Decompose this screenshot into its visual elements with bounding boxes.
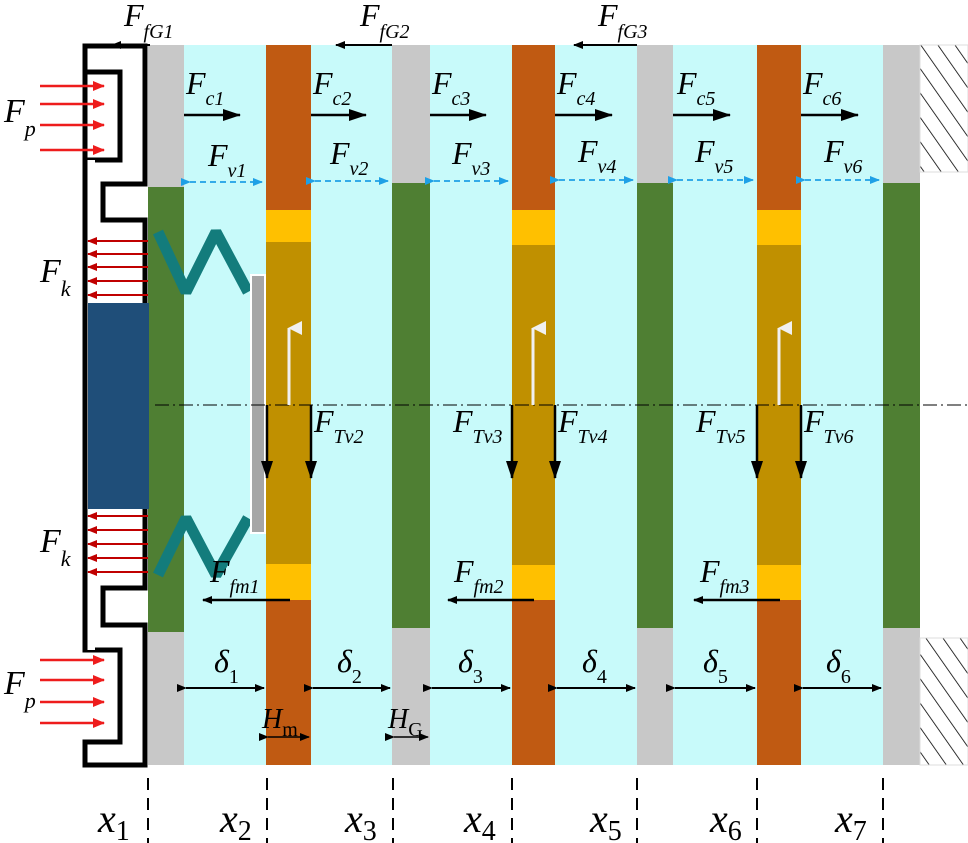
label-fk-top: Fk bbox=[39, 253, 72, 301]
label-fv3: Fv3 bbox=[451, 135, 490, 180]
label-fk-bottom: Fk bbox=[39, 523, 72, 571]
label-fc5: Fc5 bbox=[676, 65, 715, 110]
label-fv5: Fv5 bbox=[694, 133, 733, 178]
label-ffg3: FfG3 bbox=[597, 0, 648, 43]
piston bbox=[88, 303, 149, 509]
label-delta4: δ4 bbox=[582, 643, 607, 688]
pressure-arrows-top bbox=[40, 81, 105, 155]
label-ffg2: FfG2 bbox=[359, 0, 410, 43]
label-ffm2: Ffm2 bbox=[453, 553, 504, 598]
label-delta1: δ1 bbox=[214, 643, 239, 688]
label-x1: x1 bbox=[97, 796, 130, 843]
spring-bottom bbox=[153, 515, 253, 578]
label-delta2: δ2 bbox=[337, 643, 362, 688]
fv-arrows bbox=[181, 176, 880, 186]
label-ftv5: FTv5 bbox=[695, 403, 746, 448]
label-x7: x7 bbox=[834, 796, 867, 843]
spring-force-arrows-bottom bbox=[87, 512, 148, 576]
label-ftv6: FTv6 bbox=[803, 403, 854, 448]
label-fv4: Fv4 bbox=[577, 133, 616, 178]
label-hg: HG bbox=[387, 704, 423, 741]
spring-top bbox=[153, 229, 253, 295]
label-fc4: Fc4 bbox=[556, 65, 595, 110]
label-delta6: δ6 bbox=[826, 643, 851, 688]
label-fc1: Fc1 bbox=[185, 65, 224, 110]
spring-force-arrows-top bbox=[87, 237, 148, 299]
label-ftv3: FTv3 bbox=[452, 403, 503, 448]
label-fp-top: Fp bbox=[3, 93, 36, 141]
label-x5: x5 bbox=[589, 796, 622, 843]
x-markers bbox=[147, 778, 884, 843]
label-delta5: δ5 bbox=[703, 643, 728, 688]
wall-hatch-top bbox=[919, 44, 968, 173]
label-fv6: Fv6 bbox=[823, 133, 862, 178]
label-fc2: Fc2 bbox=[312, 65, 351, 110]
ftv-arrows bbox=[261, 405, 807, 479]
label-delta3: δ3 bbox=[458, 643, 483, 688]
label-fp-bottom: Fp bbox=[3, 665, 36, 713]
label-ffg1: FfG1 bbox=[123, 0, 174, 43]
pressure-arrows-bottom bbox=[40, 655, 105, 728]
label-x6: x6 bbox=[709, 796, 742, 843]
label-hm: Hm bbox=[261, 704, 298, 741]
label-ffm1: Ffm1 bbox=[209, 553, 260, 598]
label-ffm3: Ffm3 bbox=[699, 553, 750, 598]
label-fc3: Fc3 bbox=[431, 65, 470, 110]
label-ftv4: FTv4 bbox=[557, 403, 608, 448]
label-fv2: Fv2 bbox=[329, 135, 368, 180]
spring-retainer bbox=[250, 274, 266, 534]
label-x3: x3 bbox=[344, 796, 377, 843]
label-fc6: Fc6 bbox=[802, 65, 841, 110]
label-x4: x4 bbox=[463, 796, 496, 843]
label-ftv2: FTv2 bbox=[313, 403, 364, 448]
label-x2: x2 bbox=[219, 796, 252, 843]
label-fv1: Fv1 bbox=[207, 137, 246, 182]
wall-hatch-bottom bbox=[919, 637, 968, 766]
